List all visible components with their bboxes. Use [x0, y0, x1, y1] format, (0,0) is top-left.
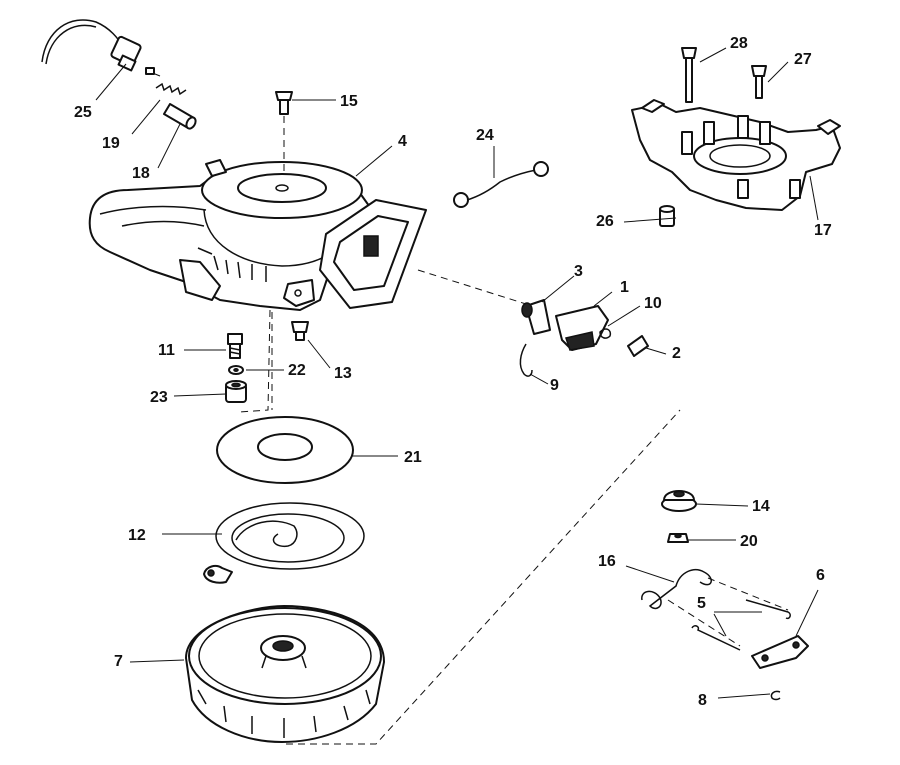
callout-23: 23	[150, 389, 168, 406]
callout-5: 5	[697, 595, 706, 612]
part-19-spring	[155, 82, 187, 96]
callout-9: 9	[550, 377, 559, 394]
part-27-bolt	[751, 65, 767, 99]
callout-28: 28	[730, 35, 748, 52]
part-21-washer-plate	[216, 416, 354, 484]
callout-22: 22	[288, 362, 306, 379]
callout-13: 13	[334, 365, 352, 382]
part-8-clip-ring	[770, 690, 781, 701]
callout-19: 19	[102, 135, 120, 152]
part-1-rope-handle	[555, 305, 609, 351]
part-5-pawl-springs	[691, 599, 791, 651]
callout-8: 8	[698, 692, 707, 709]
assembly-dashed-lines	[149, 71, 789, 745]
callout-15: 15	[340, 93, 358, 110]
callout-12: 12	[128, 527, 146, 544]
part-15-screw	[275, 91, 293, 115]
callout-25: 25	[74, 104, 92, 121]
part-10-insert	[599, 328, 612, 339]
part-17-bracket	[631, 99, 841, 211]
callout-labels: 1 2 3 4 5 6 7 8 9 10 11 12 13 14 15 16 1…	[74, 35, 832, 709]
part-24-ground-wire	[453, 161, 549, 208]
part-14-retainer	[661, 490, 697, 512]
part-20-nut	[667, 533, 689, 543]
callout-6: 6	[816, 567, 825, 584]
part-23-bushing	[225, 380, 247, 403]
part-16-spring-clip	[641, 568, 712, 610]
callout-11: 11	[158, 342, 175, 359]
callout-26: 26	[596, 213, 614, 230]
part-28-long-bolt	[681, 47, 697, 103]
callout-10: 10	[644, 295, 662, 312]
callout-21: 21	[404, 449, 422, 466]
callout-16: 16	[598, 553, 616, 570]
part-2-clip	[627, 335, 649, 357]
callout-4: 4	[398, 133, 407, 150]
callout-27: 27	[794, 51, 812, 68]
callout-24: 24	[476, 127, 494, 144]
callout-2: 2	[672, 345, 681, 362]
part-26-bushing	[659, 205, 675, 227]
callout-7: 7	[114, 653, 123, 670]
part-9-wire-hook	[519, 343, 533, 377]
part-11-screw	[227, 333, 243, 359]
part-3-grommet	[521, 299, 551, 335]
callout-1: 1	[620, 279, 629, 296]
part-13-rivet	[291, 321, 309, 341]
callout-3: 3	[574, 263, 583, 280]
part-4-starter-housing	[88, 159, 373, 311]
part-22-washer	[228, 365, 244, 375]
part-6-pawl	[751, 635, 809, 669]
callout-leaders	[95, 47, 819, 699]
part-7-pulley	[185, 605, 385, 743]
part-starter-handle	[319, 199, 427, 309]
part-12-rewind-spring	[203, 502, 365, 584]
part-18-pin	[163, 103, 197, 130]
callout-18: 18	[132, 165, 150, 182]
callout-14: 14	[752, 498, 770, 515]
callout-17: 17	[814, 222, 832, 239]
part-25-cable-fitting	[41, 19, 155, 75]
callout-20: 20	[740, 533, 758, 550]
